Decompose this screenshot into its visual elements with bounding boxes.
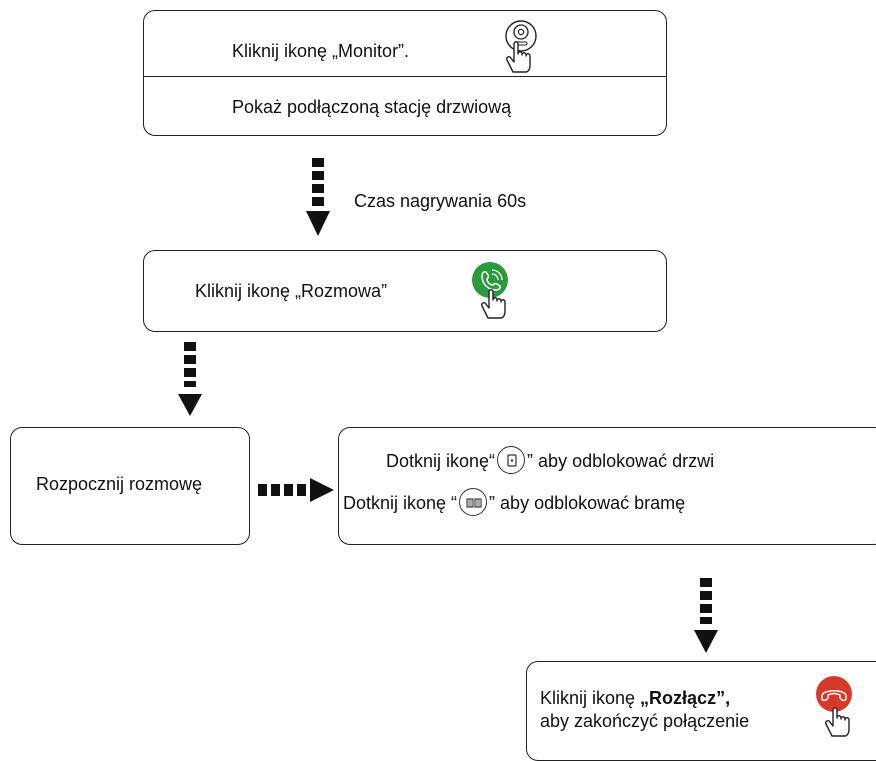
flow-arrow-down-1 — [306, 158, 330, 236]
door-unlock-suffix: ” aby odblokować drzwi — [527, 450, 715, 471]
flow-arrow-down-2 — [178, 342, 202, 416]
monitor-icon — [505, 20, 537, 73]
monitor-step-divider — [144, 76, 666, 77]
hangup-instruction-line2: aby zakończyć połączenie — [540, 711, 750, 731]
talk-instruction: Kliknij ikonę „Rozmowa” — [195, 281, 388, 301]
gate-unlock-icon — [459, 488, 488, 516]
hangup-icon — [816, 676, 852, 737]
hangup-instruction-line1: Kliknij ikonę „Rozłącz”, — [540, 688, 730, 709]
hangup-prefix: Kliknij ikonę — [540, 688, 641, 708]
monitor-step-box — [143, 10, 667, 136]
hangup-bold-label: „Rozłącz”, — [640, 688, 731, 708]
gate-unlock-instruction: Dotknij ikonę “ ” aby odblokować bramę — [343, 488, 686, 518]
flow-arrow-down-3 — [694, 578, 718, 653]
start-talk-label: Rozpocznij rozmowę — [36, 474, 203, 494]
monitor-instruction: Kliknij ikonę „Monitor”. — [232, 41, 410, 61]
monitor-result: Pokaż podłączoną stację drzwiową — [232, 97, 512, 117]
recording-time-note: Czas nagrywania 60s — [354, 191, 527, 211]
talk-step-box — [143, 250, 667, 332]
phone-icon — [472, 262, 508, 319]
door-unlock-instruction: Dotknij ikonę“ ” aby odblokować drzwi — [386, 446, 715, 476]
start-talk-box — [10, 427, 250, 545]
door-unlock-icon — [497, 446, 526, 474]
gate-unlock-suffix: ” aby odblokować bramę — [489, 492, 686, 513]
door-unlock-prefix: Dotknij ikonę“ — [386, 450, 496, 471]
gate-unlock-prefix: Dotknij ikonę “ — [343, 492, 458, 513]
unlock-step-box — [338, 427, 876, 545]
flow-arrow-right — [258, 478, 334, 502]
